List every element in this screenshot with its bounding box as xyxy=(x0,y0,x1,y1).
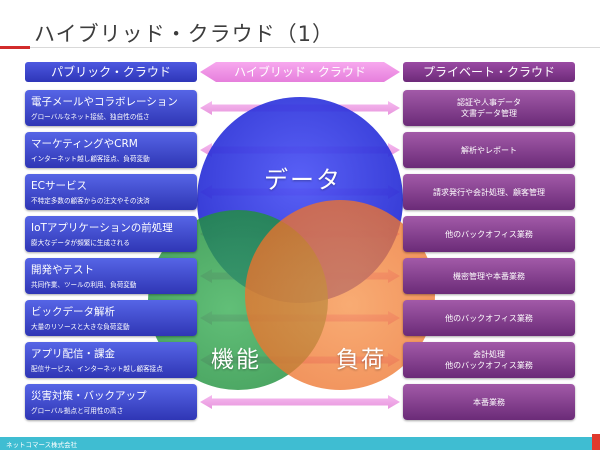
public-item-title: ECサービス xyxy=(31,180,87,192)
footer-company-name: ネットコマース株式会社 xyxy=(6,441,78,449)
public-item-title: ビックデータ解析 xyxy=(31,306,115,318)
private-item-5: 機密管理や本番業務 xyxy=(403,258,575,294)
title-divider xyxy=(0,47,600,48)
private-item-4: 他のバックオフィス業務 xyxy=(403,216,575,252)
public-item-subtitle: 膨大なデータが頻繁に生成される xyxy=(31,239,130,247)
venn-function-label: 機能 xyxy=(211,347,261,373)
private-item-line: 認証や人事データ xyxy=(457,98,521,107)
private-item-2: 解析やレポート xyxy=(403,132,575,168)
private-item-8: 本番業務 xyxy=(403,384,575,420)
private-item-7: 会計処理 他のバックオフィス業務 xyxy=(403,342,575,378)
hybrid-cloud-header-label: ハイブリッド・クラウド xyxy=(234,65,366,79)
public-item-subtitle: 不特定多数の顧客からの注文やその決済 xyxy=(31,197,150,205)
private-item-line: 他のバックオフィス業務 xyxy=(445,313,533,323)
hybrid-cloud-header: ハイブリッド・クラウド xyxy=(200,62,400,82)
private-item-line: 他のバックオフィス業務 xyxy=(445,361,533,370)
public-item-subtitle: インターネット越し顧客接点、負荷変動 xyxy=(31,155,150,163)
private-item-line: 請求発行や会計処理、顧客管理 xyxy=(433,187,545,197)
row-arrow-8 xyxy=(200,395,400,409)
footer-accent-mark xyxy=(592,434,600,450)
hybrid-cloud-header-arrow xyxy=(200,62,400,82)
public-item-title: 開発やテスト xyxy=(31,264,94,276)
public-item-1: 電子メールやコラボレーション グローバルなネット接続、独自性の低さ xyxy=(25,90,197,126)
public-item-6: ビックデータ解析 大量のリソースと大きな負荷変動 xyxy=(25,300,197,336)
private-item-line: 解析やレポート xyxy=(461,145,517,155)
public-item-subtitle: グローバル拠点と可用性の高さ xyxy=(31,407,124,415)
public-item-title: IoTアプリケーションの前処理 xyxy=(31,222,173,234)
public-item-8: 災害対策・バックアップ グローバル拠点と可用性の高さ xyxy=(25,384,197,420)
public-item-subtitle: グローバルなネット接続、独自性の低さ xyxy=(31,113,150,121)
private-item-6: 他のバックオフィス業務 xyxy=(403,300,575,336)
title-accent-mark xyxy=(0,46,30,49)
public-item-7: アプリ配信・課金 配信サービス、インターネット越し顧客接点 xyxy=(25,342,197,378)
private-item-3: 請求発行や会計処理、顧客管理 xyxy=(403,174,575,210)
venn-data-label: データ xyxy=(264,166,342,194)
public-item-3: ECサービス 不特定多数の顧客からの注文やその決済 xyxy=(25,174,197,210)
page-title: ハイブリッド・クラウド（1） xyxy=(34,22,334,46)
public-item-5: 開発やテスト 共同作業、ツールの利用、負荷変動 xyxy=(25,258,197,294)
private-item-line: 文書データ管理 xyxy=(461,109,517,118)
public-item-title: マーケティングやCRM xyxy=(31,138,138,150)
public-item-title: 電子メールやコラボレーション xyxy=(31,96,178,108)
footer-bar xyxy=(0,437,600,450)
venn-load-label: 負荷 xyxy=(336,347,386,373)
public-item-2: マーケティングやCRM インターネット越し顧客接点、負荷変動 xyxy=(25,132,197,168)
private-item-line: 会計処理 xyxy=(473,350,505,359)
private-cloud-header: プライベート・クラウド xyxy=(403,62,575,82)
load-circle xyxy=(245,200,435,390)
public-item-subtitle: 配信サービス、インターネット越し顧客接点 xyxy=(31,365,163,373)
public-item-subtitle: 大量のリソースと大きな負荷変動 xyxy=(31,323,130,331)
private-item-line: 機密管理や本番業務 xyxy=(453,271,525,281)
public-item-4: IoTアプリケーションの前処理 膨大なデータが頻繁に生成される xyxy=(25,216,197,252)
public-cloud-header: パブリック・クラウド xyxy=(25,62,197,82)
public-item-title: アプリ配信・課金 xyxy=(31,348,115,360)
public-item-subtitle: 共同作業、ツールの利用、負荷変動 xyxy=(31,281,137,289)
public-item-title: 災害対策・バックアップ xyxy=(31,390,147,402)
private-item-line: 本番業務 xyxy=(473,397,505,407)
private-item-line: 他のバックオフィス業務 xyxy=(445,229,533,239)
private-item-1: 認証や人事データ 文書データ管理 xyxy=(403,90,575,126)
